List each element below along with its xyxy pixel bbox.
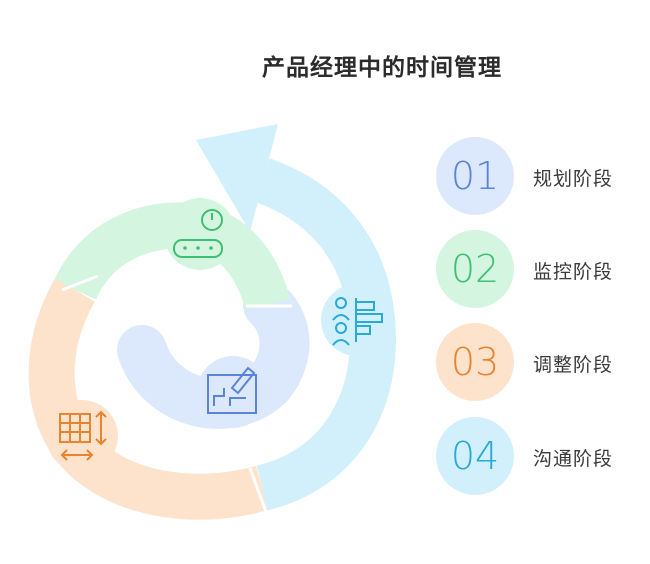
page-title: 产品经理中的时间管理 (262, 55, 502, 81)
step-number-badge: 01 (436, 137, 514, 215)
blueprint-pencil-icon (197, 356, 269, 428)
step-number-badge: 02 (436, 230, 514, 308)
step-label: 沟通阶段 (533, 448, 614, 470)
step-number-badge: 03 (436, 323, 514, 401)
people-chart-icon (321, 284, 393, 356)
step-monitoring: 02 监控阶段 (436, 230, 636, 308)
step-number-badge: 04 (436, 417, 514, 495)
step-adjusting: 03 调整阶段 (436, 323, 636, 401)
spiral-arrow-head (196, 124, 278, 232)
step-label: 调整阶段 (533, 354, 614, 376)
step-label: 规划阶段 (533, 168, 614, 190)
table-resize-icon (46, 400, 118, 472)
conveyor-gauge-icon (164, 198, 236, 270)
step-communication: 04 沟通阶段 (436, 417, 636, 495)
step-label: 监控阶段 (533, 261, 614, 283)
step-planning: 01 规划阶段 (436, 137, 636, 215)
